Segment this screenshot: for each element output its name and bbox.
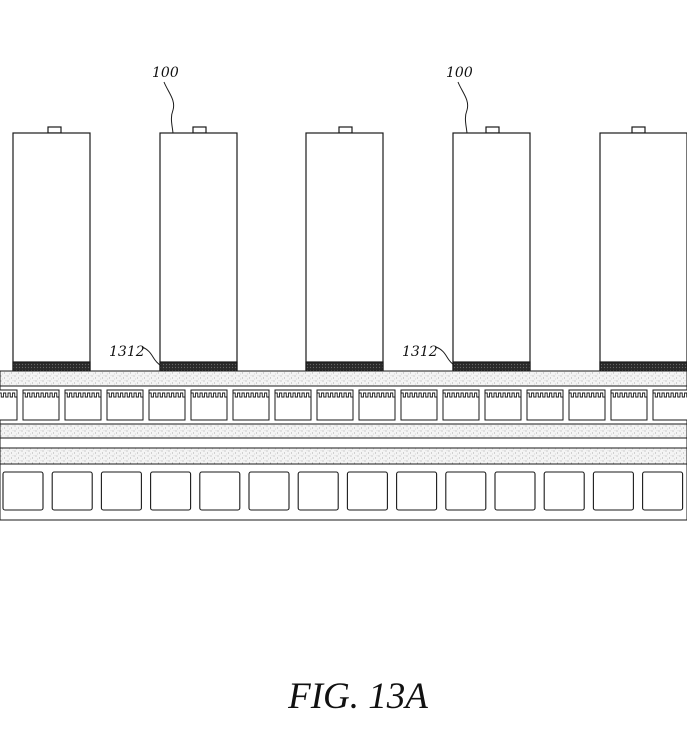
cell-pad bbox=[599, 361, 687, 372]
comb-cell bbox=[652, 389, 687, 421]
comb-cell bbox=[64, 389, 102, 421]
cooling-channel bbox=[51, 471, 93, 511]
comb-cell bbox=[316, 389, 354, 421]
comb-cell bbox=[232, 389, 270, 421]
substrate-stack bbox=[0, 370, 687, 521]
cooling-channel bbox=[2, 471, 44, 511]
cooling-channel bbox=[445, 471, 487, 511]
cooling-channel bbox=[150, 471, 192, 511]
battery-cell-5 bbox=[599, 126, 687, 372]
comb-cell bbox=[274, 389, 312, 421]
comb-cell bbox=[442, 389, 480, 421]
comb-cell bbox=[568, 389, 606, 421]
comb-cell bbox=[0, 389, 18, 421]
comb-cell bbox=[22, 389, 60, 421]
leader-100-right bbox=[457, 81, 469, 134]
battery-cells bbox=[12, 126, 687, 372]
battery-cell-2 bbox=[159, 126, 238, 372]
leader-1312-left bbox=[141, 346, 162, 367]
comb-cell bbox=[610, 389, 648, 421]
comb-cell bbox=[190, 389, 228, 421]
cell-pad bbox=[452, 361, 531, 372]
battery-cell-3 bbox=[305, 126, 384, 372]
cell-pad bbox=[305, 361, 384, 372]
cooling-channel bbox=[642, 471, 684, 511]
comb-cell bbox=[484, 389, 522, 421]
battery-cell-1 bbox=[12, 126, 91, 372]
comb-cell bbox=[526, 389, 564, 421]
comb-channel-layer bbox=[0, 385, 687, 425]
leader-lines bbox=[141, 81, 469, 367]
cell-pad bbox=[159, 361, 238, 372]
battery-cell-4 bbox=[452, 126, 531, 372]
cooling-channel bbox=[543, 471, 585, 511]
cooling-channel bbox=[494, 471, 536, 511]
figure-caption: FIG. 13A bbox=[287, 676, 428, 717]
ref-label-pad-left: 1312 bbox=[109, 344, 145, 360]
leader-100-left bbox=[163, 81, 175, 134]
cooling-channel bbox=[592, 471, 634, 511]
ref-label-cell-left: 100 bbox=[152, 65, 179, 81]
ref-label-pad-right: 1312 bbox=[402, 344, 438, 360]
ref-label-cell-right: 100 bbox=[446, 65, 473, 81]
thin-layer bbox=[0, 437, 687, 449]
speckled-layer-lower bbox=[0, 447, 687, 465]
comb-cell bbox=[400, 389, 438, 421]
comb-cell bbox=[148, 389, 186, 421]
cell-pad bbox=[12, 361, 91, 372]
speckled-layer-top bbox=[0, 370, 687, 387]
speckled-layer-middle bbox=[0, 423, 687, 439]
cooling-channel bbox=[346, 471, 388, 511]
cooling-channel bbox=[248, 471, 290, 511]
cooling-channel-row bbox=[0, 463, 687, 521]
comb-cell bbox=[358, 389, 396, 421]
comb-cell bbox=[106, 389, 144, 421]
leader-1312-right bbox=[435, 346, 456, 367]
cooling-channel bbox=[297, 471, 339, 511]
cooling-channel bbox=[199, 471, 241, 511]
cooling-channel bbox=[100, 471, 142, 511]
cooling-channel bbox=[396, 471, 438, 511]
